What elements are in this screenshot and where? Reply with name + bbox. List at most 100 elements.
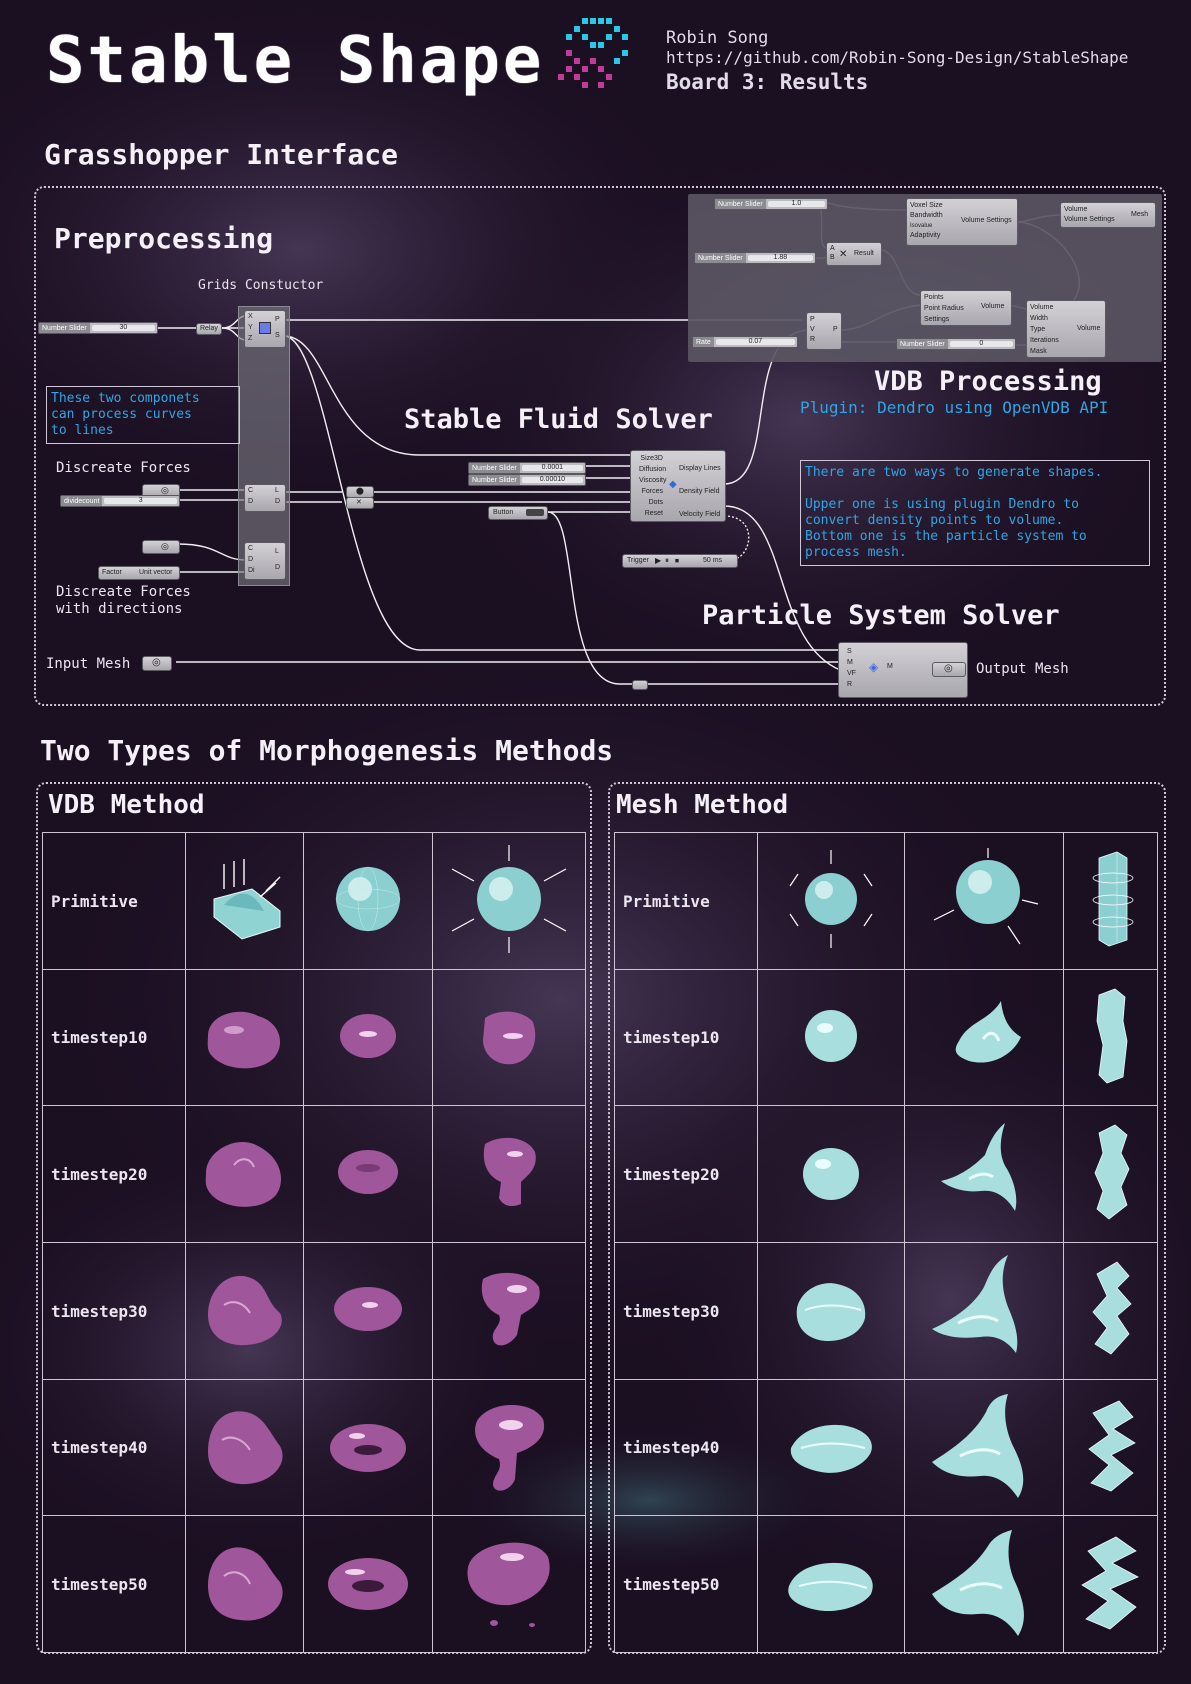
- curve-icon: ◎: [161, 541, 169, 551]
- stable-fluid-node[interactable]: Size3D Diffusion Viscosity Forces Dots R…: [630, 450, 726, 522]
- voxel-settings-node[interactable]: Voxel Size Bandwidth Isovalue Adaptivity…: [906, 198, 1018, 246]
- point-filter-node[interactable]: P V R P: [806, 312, 842, 350]
- vdb-blob: [208, 1547, 283, 1621]
- repo-link[interactable]: https://github.com/Robin-Song-Design/Sta…: [666, 48, 1129, 67]
- vdb-primitive-cell: [432, 832, 586, 970]
- mesh-blob: [1092, 1261, 1132, 1355]
- mesh-shape-cell: [1063, 1379, 1158, 1516]
- board-label: Board 3: Results: [666, 70, 869, 94]
- row-label: Primitive: [42, 832, 186, 970]
- row-label: timestep30: [614, 1242, 758, 1380]
- vdb-frame: [36, 782, 592, 1654]
- mesh-blob: [955, 1000, 1021, 1063]
- curve-param-node-2[interactable]: ◎: [142, 540, 180, 554]
- mesh-blob: [940, 1123, 1017, 1211]
- unit-vector-node[interactable]: Factor Unit vector: [98, 566, 180, 580]
- direction-node[interactable]: C D Di L D: [244, 542, 286, 580]
- row-label: timestep40: [42, 1379, 186, 1516]
- times-icon: ✕: [839, 249, 848, 260]
- vdb-shape-cell: [302, 1379, 434, 1516]
- box-force-icon: [213, 859, 281, 940]
- mesh-icon: ◎: [944, 663, 953, 674]
- mesh-shape-cell: [903, 1379, 1065, 1516]
- curve-icon: ◎: [161, 485, 169, 495]
- reset-button[interactable]: Button: [488, 506, 548, 520]
- mesh-blob: [787, 1562, 873, 1612]
- stable-fluid-title: Stable Fluid Solver: [404, 404, 713, 435]
- mesh-shape-cell: [1063, 1242, 1158, 1380]
- join-node-b[interactable]: ✕: [346, 497, 374, 509]
- discrete-forces-label: Discreate Forces: [56, 460, 191, 476]
- output-mesh-param[interactable]: ◎: [932, 662, 966, 677]
- cube-icon: [259, 322, 271, 334]
- mesh-primitive-cell: [903, 832, 1065, 970]
- mesh-blob: [1087, 1400, 1136, 1491]
- vdb-shape-cell: [302, 1242, 434, 1380]
- vdb-shape-cell: [432, 1379, 586, 1516]
- mesh-blob: [931, 1530, 1024, 1636]
- vdb-blob: [483, 1137, 536, 1206]
- vdb-blob: [481, 1272, 540, 1346]
- vdb-shape-cell: [185, 969, 304, 1106]
- vdb-shape-cell: [185, 1379, 304, 1516]
- vdb-blob: [208, 1275, 283, 1346]
- mesh-shape-cell: [757, 1379, 905, 1516]
- row-label: timestep50: [614, 1515, 758, 1653]
- trigger-node[interactable]: Trigger ▶ ⏸ ⏹ 50 ms: [622, 554, 738, 568]
- vdb-shape-cell: [432, 1515, 586, 1653]
- preprocessing-title: Preprocessing: [54, 222, 274, 255]
- mesh-table: Primitive timestep10: [614, 832, 1158, 1653]
- mesh-blob: [790, 1424, 872, 1473]
- grids-constructor-label: Grids Constuctor: [198, 278, 324, 293]
- relay-node[interactable]: Relay: [196, 323, 222, 335]
- volume-to-mesh-node[interactable]: Volume Volume Settings Mesh: [1060, 202, 1156, 228]
- smooth-volume-node[interactable]: Volume Width Type Iterations Mask Volume: [1026, 300, 1106, 358]
- pause-icon: ⏸: [665, 556, 669, 565]
- vdb-table: Primitive timestep10: [42, 832, 586, 1653]
- vdb-primitive-cell: [185, 832, 304, 970]
- vdb-blob: [330, 1423, 406, 1472]
- row-label: timestep10: [42, 969, 186, 1106]
- mesh-shape-cell: [903, 1105, 1065, 1243]
- input-mesh-label: Input Mesh: [46, 656, 131, 672]
- vdb-shape-cell: [185, 1105, 304, 1243]
- vdb-blob: [338, 1150, 398, 1194]
- vdb-blob: [475, 1404, 545, 1491]
- vdb-primitive-cell: [302, 832, 434, 970]
- vdb-shape-cell: [432, 1105, 586, 1243]
- mesh-blob: [931, 1255, 1018, 1353]
- row-label: timestep40: [614, 1379, 758, 1516]
- cluster-column: [238, 306, 290, 586]
- mesh-blob: [802, 1148, 859, 1200]
- mesh-shape-cell: [757, 969, 905, 1106]
- mesh-blob: [931, 1393, 1024, 1498]
- vdb-blob: [334, 1287, 402, 1331]
- stop-icon: ⏹: [675, 556, 679, 565]
- points-to-volume-node[interactable]: Points Point Radius Settings Volume: [920, 290, 1012, 326]
- author-name: Robin Song: [666, 28, 769, 48]
- row-label: timestep10: [614, 969, 758, 1106]
- grid-constructor-node[interactable]: X Y Z P S: [244, 310, 286, 348]
- divide-node[interactable]: C D L D: [244, 484, 286, 512]
- vdb-blob: [483, 1011, 536, 1064]
- relay-node-2[interactable]: [632, 680, 648, 690]
- sphere-icon: [335, 866, 401, 932]
- mesh-blob: [1080, 1536, 1139, 1630]
- play-icon: ▶: [655, 556, 662, 565]
- methods-heading: Two Types of Morphogenesis Methods: [40, 734, 614, 767]
- vdb-shape-cell: [302, 1515, 434, 1653]
- mesh-shape-cell: [757, 1105, 905, 1243]
- input-mesh-param[interactable]: ◎: [142, 656, 172, 671]
- vdb-blob: [328, 1558, 408, 1610]
- sphere-inward-force-icon: [451, 845, 567, 953]
- mesh-shape-cell: [1063, 1515, 1158, 1653]
